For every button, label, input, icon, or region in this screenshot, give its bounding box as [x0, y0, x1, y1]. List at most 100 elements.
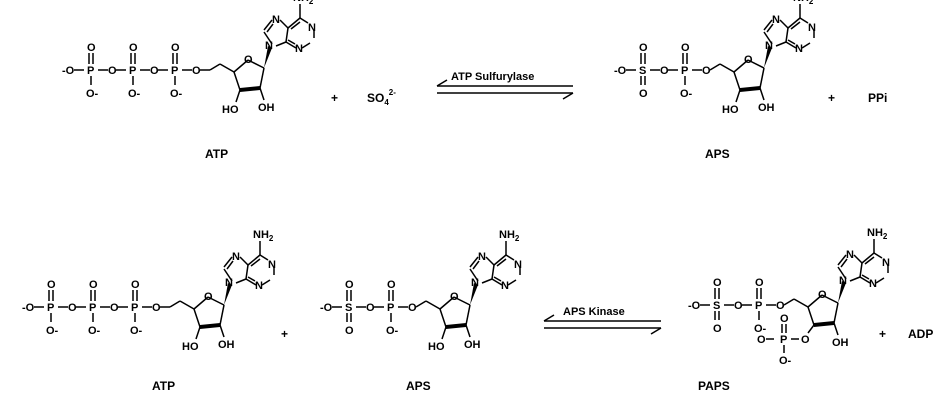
oxygen-atom: O	[801, 334, 810, 346]
oxygen-atom: O	[129, 42, 138, 54]
oxygen-atom: O	[639, 88, 648, 100]
aps-structure-top: -O S O P O O O O O- O N N N N NH2 HO OH	[614, 0, 816, 116]
oxygen-atom: O	[171, 42, 180, 54]
oxygen-atom: O	[87, 42, 96, 54]
paps-structure: -O S O P O O O O O-	[688, 227, 890, 367]
label-atp-bottom: ATP	[152, 379, 175, 393]
nitrogen-atom: N	[869, 278, 877, 290]
nitrogen-atom: N	[795, 43, 803, 55]
phosphorus-atom: P	[87, 65, 94, 77]
plus-sign: +	[828, 91, 835, 105]
oxygen-atom: O	[89, 279, 98, 291]
label-aps-bottom: APS	[406, 379, 431, 393]
hydroxyl-group: HO	[182, 341, 199, 353]
anion-oxygen: O-	[130, 325, 143, 337]
oxygen-atom: O	[713, 277, 722, 289]
plus-sign: +	[331, 91, 338, 105]
phosphorus-atom: P	[89, 302, 96, 314]
atp-structure-bottom: -O P O P O P O O O O O- O- O- O N N N N …	[22, 229, 276, 353]
nitrogen-atom: N	[265, 40, 273, 52]
anion-oxygen: O-	[88, 325, 101, 337]
nitrogen-atom: N	[765, 40, 773, 52]
hydroxyl-group: OH	[464, 339, 481, 351]
phosphorus-atom: P	[47, 302, 54, 314]
enzyme-aps-kinase: APS Kinase	[563, 306, 625, 318]
anion-oxygen: O-	[779, 355, 792, 367]
oxygen-atom: O	[734, 300, 743, 312]
amine-group: NH2	[867, 227, 888, 241]
oxygen-atom: O	[818, 289, 827, 301]
nitrogen-atom: N	[846, 249, 854, 261]
nitrogen-atom: N	[232, 251, 240, 263]
anion-oxygen: -O	[62, 65, 75, 77]
oxygen-atom: O	[366, 302, 375, 314]
nitrogen-atom: N	[882, 257, 890, 269]
nitrogen-atom: N	[308, 22, 316, 34]
anion-oxygen: O-	[386, 325, 399, 337]
oxygen-atom: O	[780, 313, 789, 325]
product-adp: ADP	[908, 327, 933, 341]
phosphorus-atom: P	[755, 300, 762, 312]
nitrogen-atom: N	[514, 259, 522, 271]
hydroxyl-group: HO	[428, 341, 445, 353]
oxygen-atom: O	[387, 279, 396, 291]
anion-oxygen: O-	[46, 325, 59, 337]
aps-structure-bottom: -O S O P O O O O O- O N N N N NH2 HO OH	[320, 229, 522, 353]
equilibrium-arrow-1	[436, 79, 574, 100]
oxygen-atom: O	[47, 279, 56, 291]
nitrogen-atom: N	[272, 14, 280, 26]
anion-oxygen: -O	[22, 302, 35, 314]
nitrogen-atom: N	[255, 280, 263, 292]
oxygen-atom: O	[744, 54, 753, 66]
phosphorus-atom: P	[780, 334, 787, 346]
amine-group: NH2	[499, 229, 520, 243]
oxygen-atom: O	[660, 65, 669, 77]
hydroxyl-group: HO	[222, 104, 239, 116]
oxygen-atom: O	[681, 42, 690, 54]
equilibrium-arrow-2	[543, 314, 662, 335]
anion-oxygen: -O	[688, 300, 701, 312]
plus-sign: +	[281, 327, 288, 341]
phosphorus-atom: P	[681, 65, 688, 77]
oxygen-atom: O	[702, 65, 711, 77]
anion-oxygen: O-	[128, 88, 141, 100]
label-atp-top: ATP	[205, 147, 228, 161]
oxygen-atom: O	[408, 302, 417, 314]
oxygen-atom: O	[776, 300, 785, 312]
oxygen-atom: O	[450, 291, 459, 303]
oxygen-atom: O	[68, 302, 77, 314]
label-aps-top: APS	[705, 147, 730, 161]
enzyme-atp-sulfurylase: ATP Sulfurylase	[451, 71, 534, 83]
oxygen-atom: O	[345, 325, 354, 337]
oxygen-atom: O	[150, 65, 159, 77]
phosphorus-atom: P	[131, 302, 138, 314]
nitrogen-atom: N	[839, 275, 847, 287]
anion-oxygen: O-	[86, 88, 99, 100]
phosphorus-atom: P	[387, 302, 394, 314]
plus-sign: +	[879, 327, 886, 341]
sulfur-atom: S	[713, 300, 720, 312]
hydroxyl-group: OH	[758, 102, 775, 114]
anion-oxygen: O-	[170, 88, 183, 100]
hydroxyl-group: HO	[722, 104, 739, 116]
sulfur-atom: S	[639, 65, 646, 77]
anion-oxygen: O-	[754, 323, 767, 335]
sulfur-atom: S	[345, 302, 352, 314]
nitrogen-atom: N	[808, 22, 816, 34]
oxygen-atom: O	[152, 302, 161, 314]
nitrogen-atom: N	[471, 277, 479, 289]
oxygen-atom: O	[131, 279, 140, 291]
anion-oxygen: O-	[680, 88, 693, 100]
nitrogen-atom: N	[225, 277, 233, 289]
label-paps: PAPS	[698, 379, 730, 393]
oxygen-atom: O	[108, 65, 117, 77]
nitrogen-atom: N	[478, 251, 486, 263]
nitrogen-atom: N	[501, 280, 509, 292]
hydroxyl-group: OH	[832, 337, 849, 349]
oxygen-atom: O	[755, 277, 764, 289]
oxygen-atom: O	[192, 65, 201, 77]
oxygen-atom: O	[345, 279, 354, 291]
sulfate-ion: SO42-	[367, 88, 396, 107]
oxygen-atom: O	[757, 334, 766, 346]
